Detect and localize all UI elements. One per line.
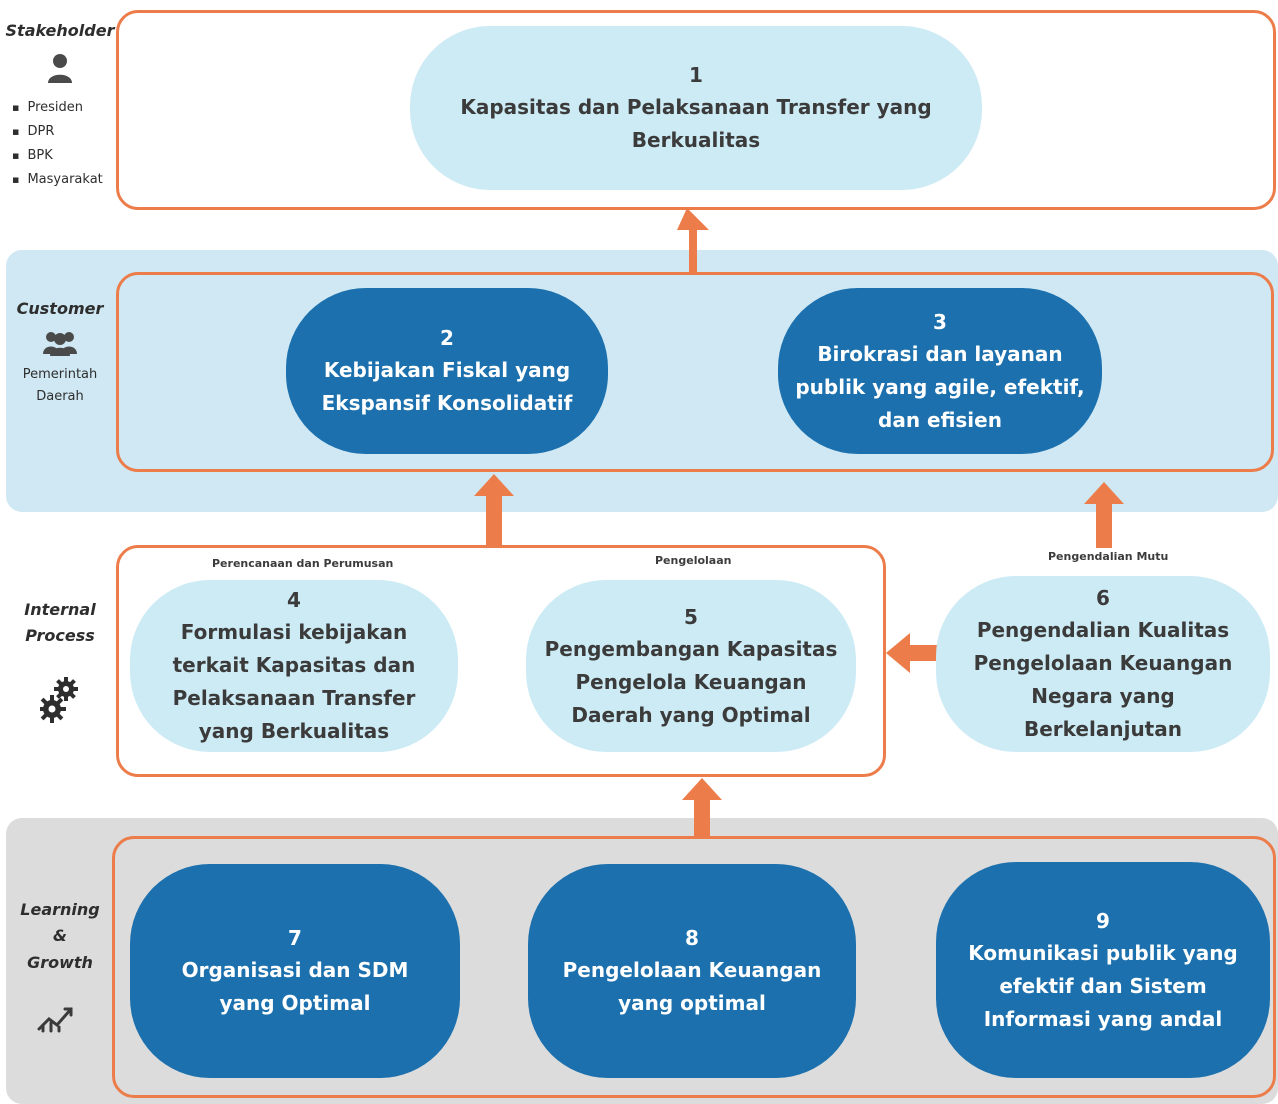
group-icon — [43, 331, 77, 356]
objective-text: Birokrasi dan layanan publik yang agile,… — [795, 341, 1085, 432]
arrow-customer-to-stakeholder — [677, 208, 709, 272]
objective-7: 7 Organisasi dan SDM yang Optimal — [130, 864, 460, 1078]
arrow-quality-to-customer — [1084, 482, 1124, 548]
objective-text: Formulasi kebijakan terkait Kapasitas da… — [172, 620, 416, 743]
objective-text: Komunikasi publik yang efektif dan Siste… — [968, 940, 1238, 1031]
growth-icon — [37, 1007, 73, 1033]
stakeholder-label: Stakeholder — [4, 18, 116, 92]
customer-title: Customer — [16, 299, 104, 318]
objective-number: 1 — [689, 63, 703, 87]
objective-number: 2 — [440, 326, 454, 350]
arrow-learning-to-internal — [682, 778, 722, 836]
objective-5: 5 Pengembangan Kapasitas Pengelola Keuan… — [526, 580, 856, 752]
objective-8: 8 Pengelolaan Keuangan yang optimal — [528, 864, 856, 1078]
objective-text: Pengembangan Kapasitas Pengelola Keuanga… — [544, 636, 838, 727]
stakeholder-list: Presiden DPR BPK Masyarakat — [12, 96, 103, 192]
objective-1: 1 Kapasitas dan Pelaksanaan Transfer yan… — [410, 26, 982, 190]
objective-text: Pengendalian Kualitas Pengelolaan Keuang… — [973, 618, 1233, 741]
arrow-internal-to-customer — [474, 474, 514, 545]
objective-number: 8 — [685, 926, 699, 950]
objective-6: 6 Pengendalian Kualitas Pengelolaan Keua… — [936, 576, 1270, 752]
stage-label-pengelolaan: Pengelolaan — [655, 554, 732, 567]
internal-title: Internal Process — [24, 600, 96, 645]
objective-number: 5 — [684, 604, 698, 629]
objective-text: Kebijakan Fiskal yang Ekspansif Konsolid… — [321, 358, 573, 415]
objective-text: Organisasi dan SDM yang Optimal — [181, 958, 409, 1015]
person-icon — [48, 53, 72, 83]
objective-number: 4 — [287, 588, 301, 612]
objective-2: 2 Kebijakan Fiskal yang Ekspansif Konsol… — [286, 288, 608, 454]
stakeholder-title: Stakeholder — [5, 21, 115, 40]
customer-subtitle: Pemerintah Daerah — [22, 366, 98, 404]
objective-9: 9 Komunikasi publik yang efektif dan Sis… — [936, 862, 1270, 1078]
internal-label: Internal Process — [4, 578, 116, 750]
stakeholder-item: Masyarakat — [12, 168, 102, 192]
customer-frame — [116, 272, 1274, 472]
arrow-quality-to-internal — [886, 633, 940, 673]
gears-icon — [40, 677, 78, 724]
customer-label: Customer Pemerintah Daerah — [4, 296, 116, 408]
objective-text: Pengelolaan Keuangan yang optimal — [562, 958, 822, 1015]
objective-number: 3 — [933, 309, 947, 334]
stage-label-pengendalian: Pengendalian Mutu — [1048, 550, 1169, 563]
objective-number: 6 — [1096, 586, 1110, 610]
stakeholder-item: BPK — [12, 144, 103, 168]
objective-number: 7 — [288, 926, 302, 950]
learning-title: Learning & Growth — [20, 900, 100, 972]
objective-number: 9 — [1096, 908, 1110, 933]
objective-4: 4 Formulasi kebijakan terkait Kapasitas … — [130, 580, 458, 752]
learning-label: Learning & Growth — [4, 878, 116, 1060]
stakeholder-item: Presiden — [12, 96, 103, 120]
learning-growth-frame — [112, 836, 1276, 1098]
objective-text: Kapasitas dan Pelaksanaan Transfer yang … — [460, 95, 932, 152]
stage-label-perencanaan: Perencanaan dan Perumusan — [212, 557, 394, 570]
objective-3: 3 Birokrasi dan layanan publik yang agil… — [778, 288, 1102, 454]
stakeholder-item: DPR — [12, 120, 103, 144]
